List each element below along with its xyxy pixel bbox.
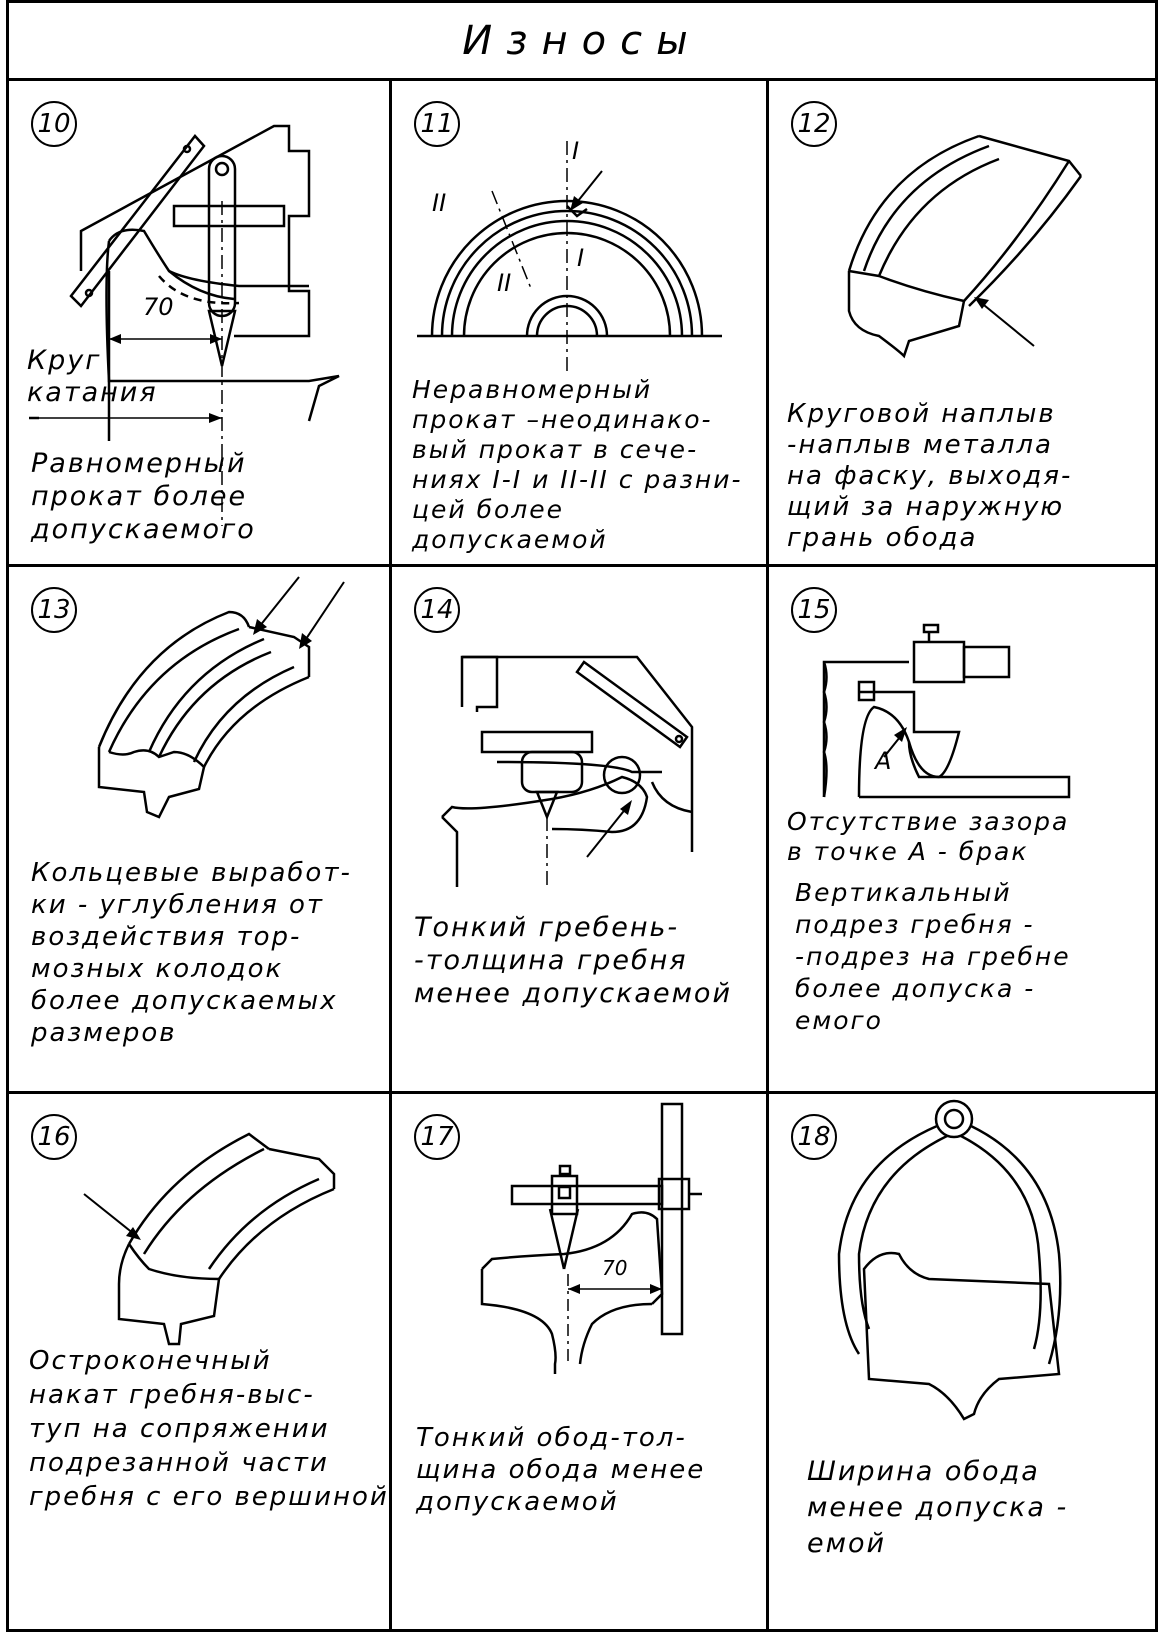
page-title: Износы [462, 17, 702, 64]
item-caption: Ширина обода менее допуска - емой [807, 1456, 1069, 1559]
svg-text:I: I [572, 137, 579, 165]
item-caption: Равномерный прокат более допускаемого [31, 448, 256, 545]
item-caption: Тонкий гребень- -толщина гребня менее до… [414, 912, 733, 1009]
wear-grid: 10 70 Круг катания Равномерный прокат бо… [9, 81, 1155, 1632]
wear-cell-10: 10 70 Круг катания Равномерный прокат бо… [9, 81, 392, 567]
dimension-label: 70 [143, 293, 174, 321]
dimension-label: 70 [602, 1256, 628, 1280]
item-caption: Кольцевые выработ- ки - углубления от во… [31, 858, 352, 1048]
wear-chart-sheet: Износы [6, 0, 1158, 1632]
svg-text:II: II [497, 269, 511, 297]
thin-rim-gauge-drawing [480, 1102, 702, 1374]
wear-cell-15: 15 A Отсутствие зазора в точке А - брак … [769, 567, 1155, 1094]
ring-wear-grooves-drawing [97, 576, 345, 819]
point-a-label: A [875, 747, 892, 775]
item-number-badge: 17 [414, 1114, 460, 1160]
wear-cell-12: 12 Круговой наплыв -наплыв металла на фа… [769, 81, 1155, 567]
wear-cell-13: 13 Кольцевые выработ- ки - углубления от… [9, 567, 392, 1094]
wear-cell-14: 14 Тонкий гребень- -толщина гребня менее… [392, 567, 769, 1094]
svg-text:II: II [432, 189, 446, 217]
item-number-badge: 15 [791, 587, 837, 633]
item-number-badge: 18 [791, 1114, 837, 1160]
rolling-circle-label: Круг катания [27, 345, 158, 408]
wear-cell-11: I I II II 11 Неравномерный прокат –неоди… [392, 81, 769, 567]
item-number-badge: 10 [31, 101, 77, 147]
uniform-rolling-gauge-drawing [29, 124, 340, 526]
title-bar: Износы [9, 3, 1155, 81]
uneven-rolling-wheel-drawing: I I II II [417, 137, 722, 371]
item-number-badge: 12 [791, 101, 837, 147]
svg-text:I: I [577, 244, 584, 272]
item-caption: Вертикальный подрез гребня - -подрез на … [795, 878, 1071, 1035]
item-number-badge: 11 [414, 101, 460, 147]
rim-width-caliper-drawing [837, 1099, 1062, 1421]
wear-cell-18: 18 Ширина обода менее допуска - емой [769, 1094, 1155, 1632]
thin-flange-gauge-drawing [441, 655, 694, 887]
item-caption: Круговой наплыв -наплыв металла на фаску… [787, 399, 1073, 553]
item-caption: Тонкий обод-тол- щина обода менее допуск… [416, 1423, 706, 1517]
item-caption: Неравномерный прокат –неодинако- вый про… [412, 375, 743, 554]
item-caption: Остроконечный накат гребня-выс- туп на с… [29, 1346, 389, 1512]
vertical-undercut-gauge-drawing [822, 623, 1071, 799]
item-caption-top: Отсутствие зазора в точке А - брак [787, 807, 1070, 866]
wear-cell-17: 17 70 Тонкий обод-тол- щина обода менее … [392, 1094, 769, 1632]
item-number-badge: 14 [414, 587, 460, 633]
item-number-badge: 16 [31, 1114, 77, 1160]
item-number-badge: 13 [31, 587, 77, 633]
sharp-flange-rolling-drawing [83, 1132, 336, 1346]
circular-overflow-rim-drawing [847, 134, 1083, 359]
wear-cell-16: 16 Остроконечный накат гребня-выс- туп н… [9, 1094, 392, 1632]
